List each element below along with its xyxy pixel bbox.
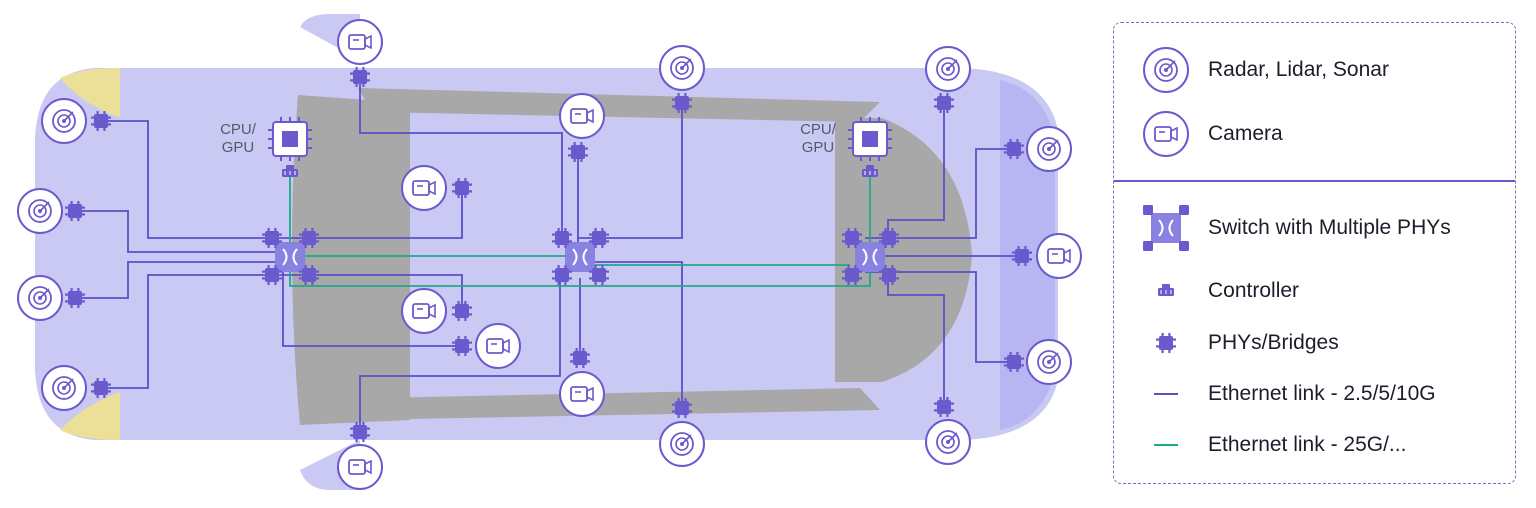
switch-icon — [1142, 204, 1190, 252]
legend-item-ethernet-fast: Ethernet link - 25G/... — [1114, 425, 1515, 465]
radar-icon — [659, 45, 705, 91]
radar-icon — [41, 365, 87, 411]
cpu-gpu-front — [267, 116, 313, 162]
cpu-gpu-label-front-line1: CPU/ — [220, 121, 257, 138]
radar-icon — [17, 188, 63, 234]
ethernet-standard-line — [1142, 370, 1190, 418]
legend-item-ethernet-standard: Ethernet link - 2.5/5/10G — [1114, 374, 1515, 414]
camera-icon — [1036, 233, 1082, 279]
controller-icon — [1142, 267, 1190, 315]
camera-icon — [337, 19, 383, 65]
radar-icon — [659, 421, 705, 467]
cpu-gpu-rear — [847, 116, 893, 162]
legend-label: Ethernet link - 2.5/5/10G — [1208, 382, 1436, 405]
camera-icon — [401, 288, 447, 334]
side-window-bottom — [358, 388, 880, 420]
legend-item-switch: Switch with Multiple PHYs — [1114, 205, 1515, 251]
cpu-gpu-label-rear-line1: CPU/ — [800, 121, 837, 138]
radar-icon — [17, 275, 63, 321]
legend-label: Radar, Lidar, Sonar — [1208, 58, 1389, 81]
camera-icon — [401, 165, 447, 211]
radar-icon — [925, 419, 971, 465]
vehicle-network-diagram: CPU/ GPU CPU/ GPU — [17, 14, 1082, 490]
legend-item-controller: Controller — [1114, 271, 1515, 311]
camera-icon — [475, 323, 521, 369]
radar-icon — [1026, 126, 1072, 172]
ethernet-fast-line — [1142, 421, 1190, 469]
legend-divider — [1114, 180, 1515, 182]
windshield — [291, 95, 410, 425]
legend-item-camera: Camera — [1114, 111, 1515, 157]
side-window-top — [358, 88, 880, 122]
radar-icon — [41, 98, 87, 144]
camera-icon — [337, 444, 383, 490]
legend-label: Camera — [1208, 122, 1283, 145]
radar-icon — [1026, 339, 1072, 385]
switch-icon — [854, 241, 886, 273]
legend-label: Ethernet link - 25G/... — [1208, 433, 1407, 456]
cpu-gpu-label-rear-line2: GPU — [802, 139, 835, 156]
switch-icon — [564, 241, 596, 273]
legend-label: PHYs/Bridges — [1208, 331, 1339, 354]
phy-bridge-icon — [1142, 319, 1190, 367]
radar-icon — [1142, 46, 1190, 94]
legend-label: Controller — [1208, 279, 1300, 302]
legend-item-radar: Radar, Lidar, Sonar — [1114, 47, 1515, 93]
legend-label: Switch with Multiple PHYs — [1208, 216, 1451, 239]
ethernet-links-fast — [289, 170, 871, 287]
switch-icon — [274, 241, 306, 273]
headlight-left-bottom — [60, 392, 120, 440]
headlight-left-top — [60, 68, 120, 118]
legend-item-phy: PHYs/Bridges — [1114, 323, 1515, 363]
cpu-gpu-label-front-line2: GPU — [222, 139, 255, 156]
camera-icon — [1142, 110, 1190, 158]
camera-icon — [559, 93, 605, 139]
radar-icon — [925, 46, 971, 92]
camera-icon — [559, 371, 605, 417]
legend: Radar, Lidar, Sonar Camera Switch with M — [1113, 22, 1516, 484]
